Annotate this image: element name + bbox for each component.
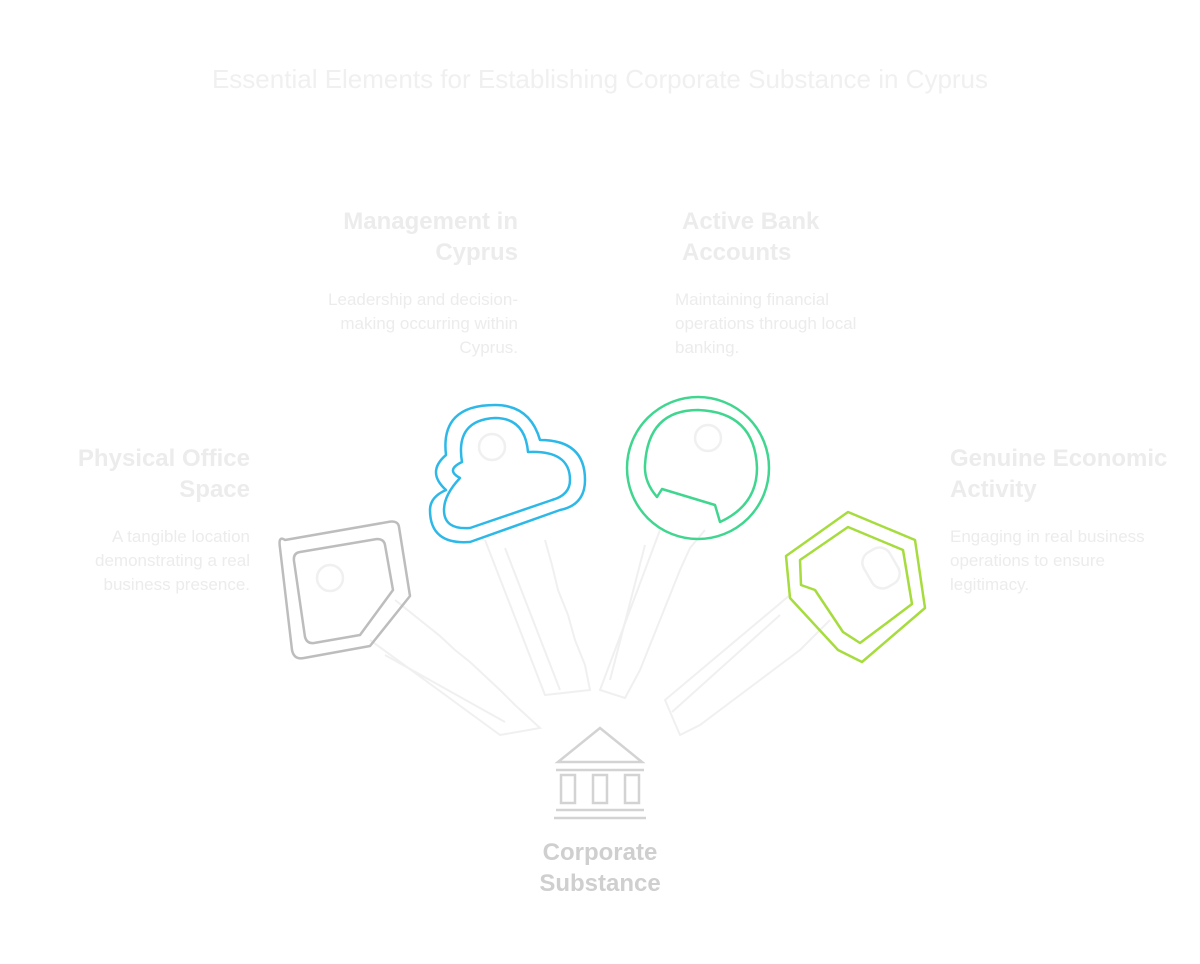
bank-accounts-heading: Active Bank Accounts bbox=[682, 208, 820, 266]
bank-building-icon bbox=[554, 726, 646, 820]
management-description: Leadership and decision-making occurring… bbox=[328, 290, 518, 357]
corporate-substance-label: Corporate Substance bbox=[539, 839, 661, 897]
key-head-management-icon bbox=[428, 403, 587, 544]
key-head-bank-icon bbox=[625, 395, 771, 541]
key-head-economic-icon bbox=[784, 510, 927, 664]
key-shaft-economic bbox=[663, 594, 831, 737]
physical-office-description: A tangible location demonstrating a real… bbox=[95, 527, 250, 594]
bank-accounts-description: Maintaining financial operations through… bbox=[675, 290, 857, 357]
economic-activity-description: Engaging in real business operations to … bbox=[950, 527, 1145, 594]
physical-office-heading: Physical Office Space bbox=[77, 445, 250, 503]
diagram-title: Essential Elements for Establishing Corp… bbox=[211, 64, 989, 94]
key-shaft-bank bbox=[598, 529, 706, 700]
key-head-physical-office-icon bbox=[278, 520, 412, 660]
economic-activity-heading: Genuine Economic Activity bbox=[950, 445, 1168, 503]
management-heading: Management in Cyprus bbox=[343, 208, 518, 266]
key-shaft-physical-office bbox=[369, 599, 543, 737]
key-shaft-management bbox=[484, 539, 592, 697]
